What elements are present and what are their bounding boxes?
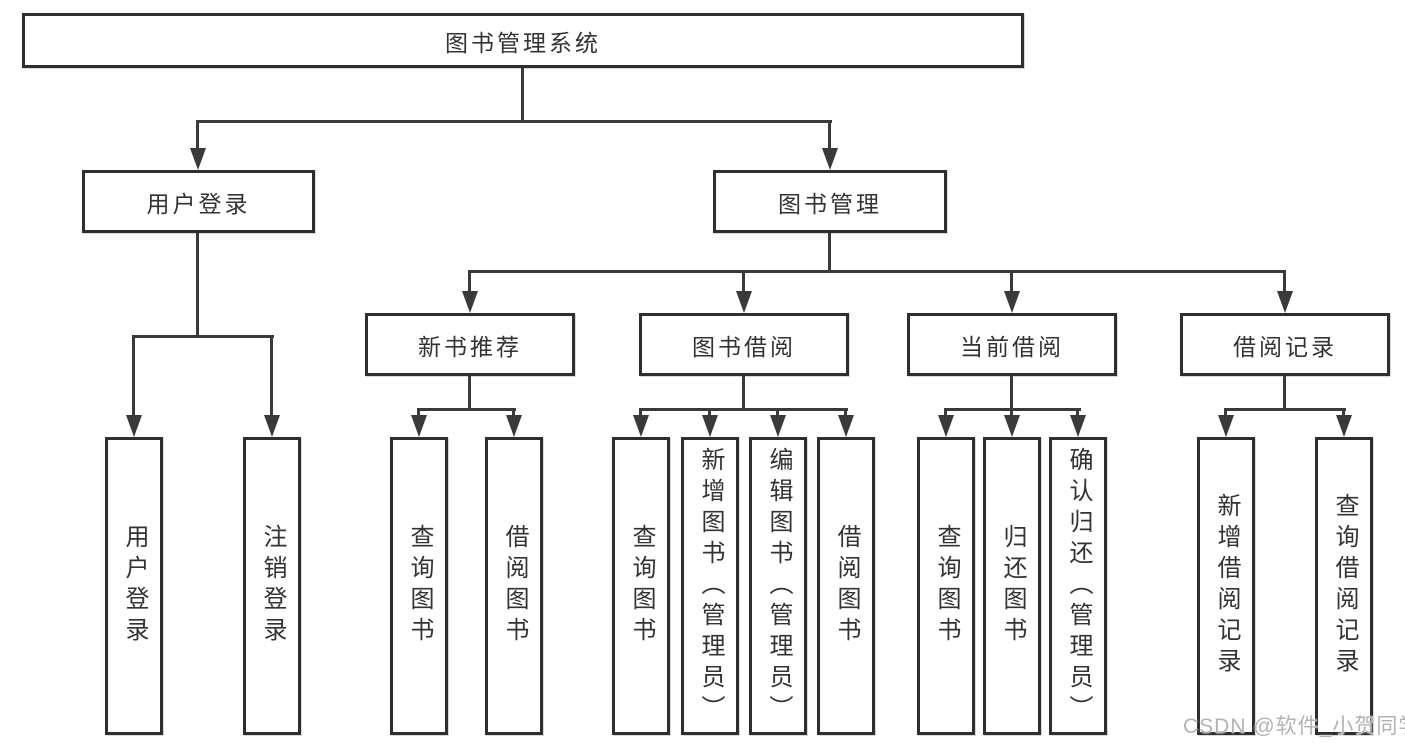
connector-line [1076,408,1079,420]
connector-line [776,408,779,420]
connector-line [196,120,832,123]
connector-line [1283,376,1286,410]
connector-line [512,408,515,420]
connector-line [708,408,711,420]
connector-line [196,120,199,150]
leaf-query-books-borrowing: 查询图书 [612,437,670,735]
connector-line [1342,408,1345,420]
connector-line [468,270,471,293]
arrow-down-icon [190,148,206,170]
connector-line [1224,408,1346,411]
arrow-down-icon [838,415,854,437]
connector-line [1010,376,1013,410]
leaf-query-borrow-record: 查询借阅记录 [1315,437,1373,735]
connector-line [1283,270,1286,293]
leaf-logout-login: 注销登录 [243,437,301,735]
arrow-down-icon [770,415,786,437]
arrow-down-icon [506,415,522,437]
connector-line [1224,408,1227,420]
arrow-down-icon [411,415,427,437]
connector-line [270,335,273,418]
node-library-management-system: 图书管理系统 [22,13,1024,68]
connector-line [844,408,847,420]
csdn-watermark: CSDN @软件_小贺同学 [1183,715,1405,738]
connector-line [742,376,745,410]
node-book-management: 图书管理 [713,170,947,233]
connector-line [828,233,831,272]
connector-line [132,335,135,418]
connector-line [944,408,947,420]
arrow-down-icon [822,148,838,170]
connector-line [417,408,420,420]
node-book-borrowing: 图书借阅 [639,313,849,376]
leaf-add-borrow-record: 新增借阅记录 [1197,437,1255,735]
leaf-edit-books-admin: 编辑图书（管理员） [749,437,807,735]
node-borrowing-records: 借阅记录 [1180,313,1390,376]
leaf-query-books-current: 查询图书 [917,437,975,735]
node-new-book-recommend: 新书推荐 [365,313,575,376]
connector-line [639,408,642,420]
leaf-query-books-recommend: 查询图书 [390,437,448,735]
connector-line [132,335,274,338]
arrow-down-icon [1277,291,1293,313]
leaf-return-books: 归还图书 [983,437,1041,735]
arrow-down-icon [938,415,954,437]
arrow-down-icon [1336,415,1352,437]
node-current-borrowing: 当前借阅 [907,313,1117,376]
arrow-down-icon [633,415,649,437]
arrow-down-icon [264,415,280,437]
leaf-borrow-books-recommend: 借阅图书 [485,437,543,735]
arrow-down-icon [702,415,718,437]
connector-line [468,376,471,410]
node-user-login: 用户登录 [82,170,315,233]
connector-line [196,233,199,336]
leaf-borrow-books-borrowing: 借阅图书 [817,437,875,735]
connector-line [468,270,1286,273]
leaf-confirm-return-admin: 确认归还（管理员） [1049,437,1107,735]
connector-line [639,408,848,411]
connector-line [417,408,516,411]
arrow-down-icon [736,291,752,313]
leaf-user-login: 用户登录 [105,437,163,735]
connector-line [1010,270,1013,293]
arrow-down-icon [462,291,478,313]
leaf-add-books-admin: 新增图书（管理员） [681,437,739,735]
arrow-down-icon [1218,415,1234,437]
arrow-down-icon [126,415,142,437]
connector-line [742,270,745,293]
connector-line [828,120,831,150]
connector-line [1010,408,1013,420]
arrow-down-icon [1004,415,1020,437]
arrow-down-icon [1070,415,1086,437]
arrow-down-icon [1004,291,1020,313]
connector-line [521,68,524,121]
